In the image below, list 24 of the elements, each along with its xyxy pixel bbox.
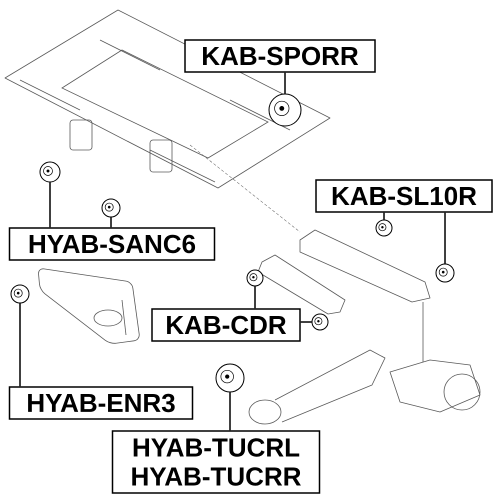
bushing (246, 270, 264, 286)
bushing (10, 284, 30, 304)
leader-line (383, 212, 385, 220)
leader-line (254, 286, 256, 308)
leader-line (110, 218, 112, 228)
part-number-box: HYAB-SANC6 (8, 227, 216, 261)
leader-line (444, 212, 446, 264)
part-number-box: KAB-SPORR (184, 39, 376, 73)
bushing (436, 264, 454, 282)
part-number-box: KAB-CDR (151, 308, 301, 342)
bushing (40, 162, 60, 182)
leader-line (284, 72, 286, 94)
leader-line (19, 304, 21, 386)
bushing (268, 94, 302, 126)
leader-line (49, 182, 51, 228)
part-number-box: HYAB-ENR3 (8, 386, 194, 420)
bushing (216, 364, 244, 392)
bushing (376, 220, 392, 236)
leader-line (229, 392, 231, 430)
part-number-box: KAB-SL10R (315, 179, 493, 213)
bushing (102, 198, 120, 218)
part-number-box: HYAB-TUCRL HYAB-TUCRR (112, 430, 320, 494)
bushing (312, 314, 328, 330)
leader-line (300, 321, 312, 323)
